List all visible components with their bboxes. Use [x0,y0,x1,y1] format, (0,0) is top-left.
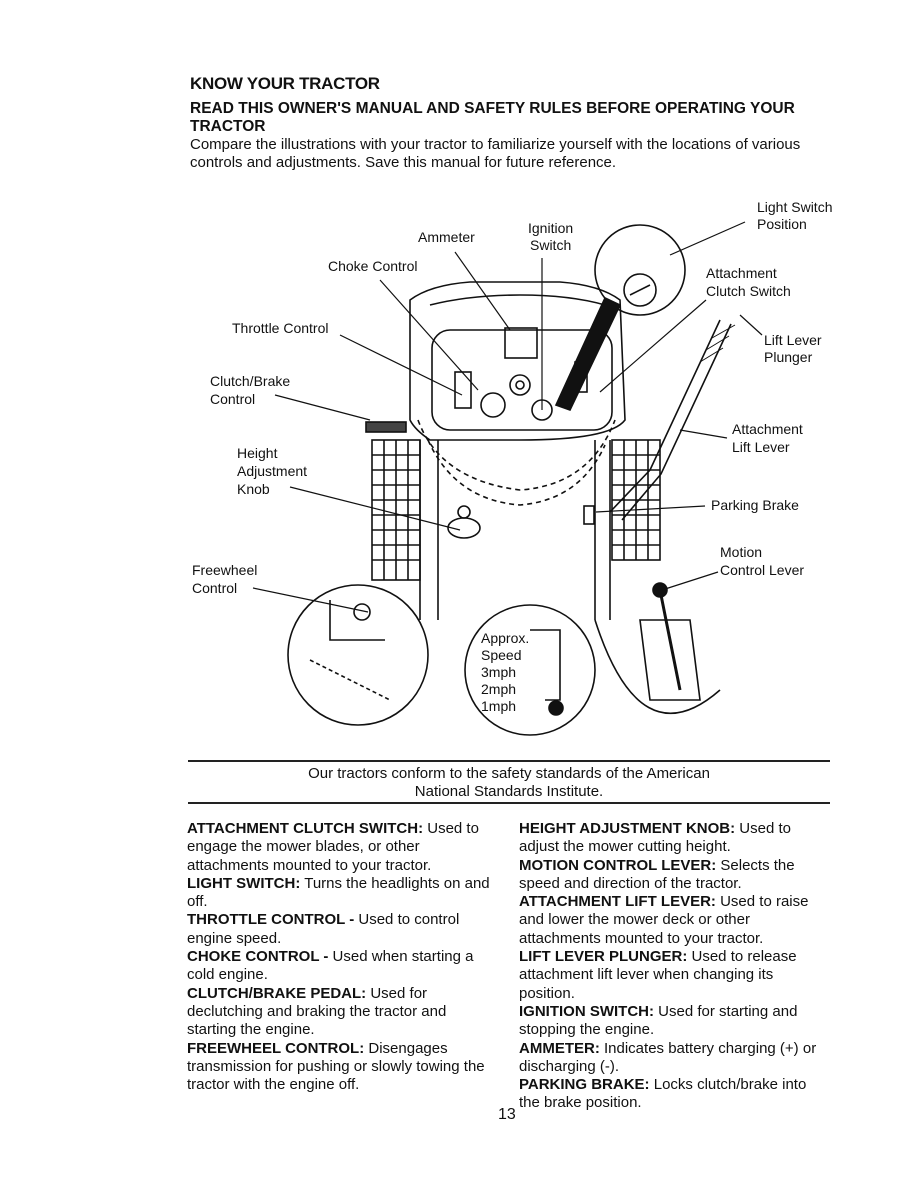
safety-subheading: READ THIS OWNER'S MANUAL AND SAFETY RULE… [190,100,795,135]
definition-item: ATTACHMENT CLUTCH SWITCH: Used to engage… [187,820,492,875]
label-freewheel-control: Control [192,580,238,596]
definition-term: CLUTCH/BRAKE PEDAL: [187,984,367,1002]
definition-item: CLUTCH/BRAKE PEDAL: Used for declutching… [187,985,492,1040]
label-adjustment: Adjustment [237,463,308,479]
label-choke-control: Choke Control [328,258,418,274]
standards-line-1: Our tractors conform to the safety stand… [308,765,710,782]
definition-desc: Used for declutching and braking the tra… [187,984,447,1039]
divider-bottom [188,802,830,804]
definition-desc: Turns the headlights on and off. [187,874,490,911]
definition-desc: Selects the speed and direction of the t… [519,856,795,892]
divider-top [188,760,830,762]
definition-desc: Used to raise and lower the mower deck o… [519,893,809,947]
definition-desc: Used for starting and stopping the engin… [519,1002,798,1039]
label-knob: Knob [237,481,270,497]
definition-item: LIFT LEVER PLUNGER: Used to release atta… [519,948,831,1003]
definition-item: IGNITION SWITCH: Used for starting and s… [519,1003,831,1040]
definition-item: MOTION CONTROL LEVER: Selects the speed … [519,857,831,894]
standards-note: Our tractors conform to the safety stand… [188,765,830,801]
definition-term: ATTACHMENT LIFT LEVER: [519,893,716,911]
label-ignition-switch: Switch [530,237,572,253]
definition-desc: Used to control engine speed. [187,911,460,947]
label-ammeter: Ammeter [418,229,475,245]
definition-term: HEIGHT ADJUSTMENT KNOB: [519,820,736,837]
definition-term: LIFT LEVER PLUNGER: [519,948,688,966]
definition-term: PARKING BRAKE: [519,1076,650,1094]
label-ignition: Ignition [528,220,574,236]
standards-line-2: National Standards Institute. [414,783,604,800]
label-attachment-clutch: Attachment [706,265,777,281]
definitions-left-column: ATTACHMENT CLUTCH SWITCH: Used to engage… [187,820,492,1094]
definition-item: AMMETER: Indicates battery charging (+) … [519,1040,831,1077]
label-light-switch: Light Switch [757,199,833,215]
label-parking-brake: Parking Brake [711,497,799,513]
definition-term: ATTACHMENT CLUTCH SWITCH: [187,820,424,837]
definition-item: PARKING BRAKE: Locks clutch/brake into t… [519,1076,831,1113]
label-lift-lever-plunger: Plunger [764,349,813,365]
definition-desc: Disengages transmission for pushing or s… [187,1039,485,1094]
label-speed: Speed [481,647,522,663]
definition-term: AMMETER: [519,1039,600,1057]
label-clutch-brake: Clutch/Brake [210,373,291,389]
definition-desc: Used to release attachment lift lever wh… [519,948,797,1002]
label-approx: Approx. [481,630,530,646]
definition-item: CHOKE CONTROL - Used when starting a col… [187,948,492,985]
label-1mph: 1mph [481,698,517,714]
definition-item: ATTACHMENT LIFT LEVER: Used to raise and… [519,893,831,948]
definition-desc: Indicates battery charging (+) or discha… [519,1039,817,1075]
definition-term: CHOKE CONTROL - [187,948,329,966]
label-light-switch-position: Position [757,216,807,232]
label-motion-control-lever: Control Lever [720,562,805,578]
definition-term: THROTTLE CONTROL - [187,911,355,929]
definitions-right-column: HEIGHT ADJUSTMENT KNOB: Used to adjust t… [519,820,831,1113]
definition-item: FREEWHEEL CONTROL: Disengages transmissi… [187,1040,492,1095]
label-attachment-lift-lever: Lift Lever [732,439,790,455]
definition-desc: Locks clutch/brake into the brake positi… [519,1076,807,1112]
definition-term: MOTION CONTROL LEVER: [519,856,717,874]
label-height: Height [237,445,278,461]
definition-item: HEIGHT ADJUSTMENT KNOB: Used to adjust t… [519,820,831,857]
definition-item: LIGHT SWITCH: Turns the headlights on an… [187,875,492,912]
definition-item: THROTTLE CONTROL - Used to control engin… [187,911,492,948]
definition-term: FREEWHEEL CONTROL: [187,1039,365,1057]
label-3mph: 3mph [481,664,517,680]
definition-term: IGNITION SWITCH: [519,1002,654,1020]
label-2mph: 2mph [481,681,517,697]
label-lift-lever: Lift Lever [764,332,822,348]
intro-paragraph: Compare the illustrations with your trac… [190,136,801,171]
definition-term: LIGHT SWITCH: [187,874,301,892]
page-number: 13 [498,1106,516,1123]
label-throttle-control: Throttle Control [232,320,329,336]
label-attachment-clutch-switch: Clutch Switch [706,283,791,299]
label-freewheel: Freewheel [192,562,258,578]
label-clutch-brake-control: Control [210,391,256,407]
page-heading: KNOW YOUR TRACTOR [190,74,380,93]
definition-desc: Used to adjust the mower cutting height. [519,820,791,856]
definition-desc: Used when starting a cold engine. [187,948,474,984]
label-motion: Motion [720,544,763,560]
label-attachment-lift: Attachment [732,421,803,437]
definition-desc: Used to engage the mower blades, or othe… [187,820,479,874]
